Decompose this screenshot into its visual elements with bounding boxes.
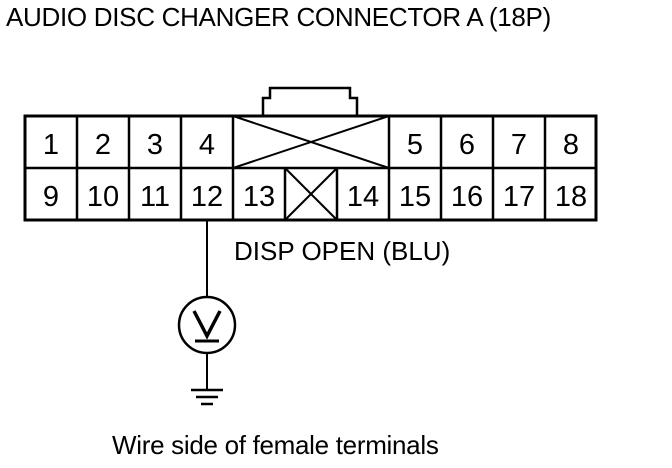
pin-12: 12 [191, 181, 223, 213]
wire-label: DISP OPEN (BLU) [234, 236, 450, 266]
pin-10: 10 [87, 181, 119, 213]
diagram-title: AUDIO DISC CHANGER CONNECTOR A (18P) [6, 2, 551, 32]
pin-14: 14 [347, 181, 379, 213]
pin-11: 11 [140, 181, 170, 213]
ground-icon [191, 388, 223, 406]
pin-16: 16 [451, 181, 483, 213]
pin-4: 4 [199, 129, 215, 161]
empty-cavity-top [232, 115, 390, 169]
pin-8: 8 [563, 129, 579, 161]
pin-7: 7 [511, 129, 527, 161]
voltmeter-icon [177, 295, 237, 355]
pin-9: 9 [43, 181, 59, 213]
pin-3: 3 [147, 129, 163, 161]
empty-cavity-bottom [284, 167, 338, 221]
pin-13: 13 [243, 181, 275, 213]
pin-18: 18 [555, 181, 587, 213]
pin-17: 17 [503, 181, 535, 213]
pin-6: 6 [459, 129, 475, 161]
pin-15: 15 [399, 181, 431, 213]
view-caption: Wire side of female terminals [112, 430, 439, 460]
pin-2: 2 [95, 129, 111, 161]
pin-5: 5 [407, 129, 423, 161]
connector-lock-tab [261, 86, 359, 116]
pin-1: 1 [43, 129, 59, 161]
